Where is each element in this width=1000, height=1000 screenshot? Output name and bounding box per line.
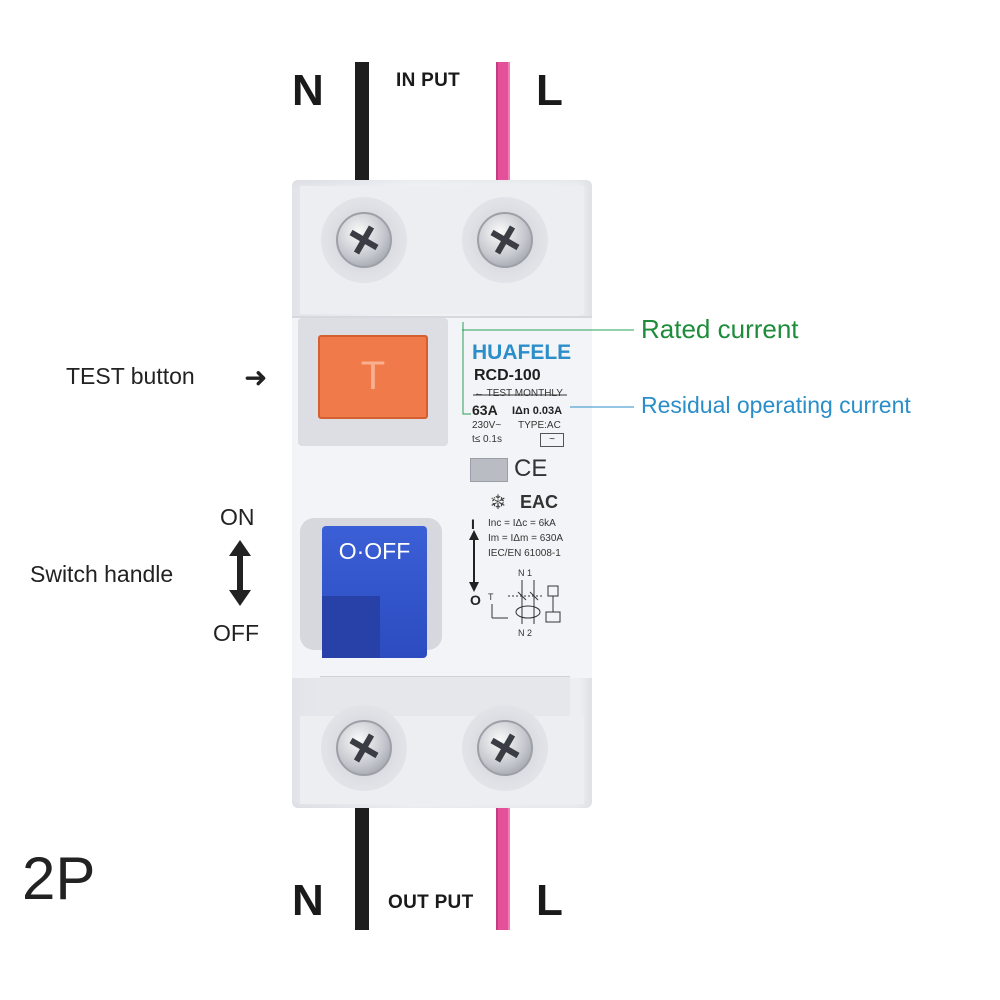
temperature-snowflake-icon: ❄: [489, 492, 507, 514]
wiring-diagram: [491, 580, 561, 624]
input-live-letter: L: [536, 66, 563, 115]
temperature-value: 25: [492, 498, 500, 505]
eac-mark: EAC: [520, 492, 559, 512]
switch-handle-label: O·OFF: [338, 538, 411, 564]
voltage-value: 230V~: [472, 420, 502, 431]
live-wire-top: [496, 62, 510, 184]
top-right-screw-icon[interactable]: [477, 212, 533, 268]
ce-mark: CE: [514, 455, 548, 482]
live-wire-bottom: [496, 806, 510, 930]
rated-current-value: 63A: [472, 402, 498, 418]
up-down-arrow-icon: [229, 540, 251, 606]
on-symbol: I: [471, 516, 475, 532]
rated-current-callout: Rated current: [641, 314, 799, 344]
test-button[interactable]: T: [318, 335, 428, 419]
residual-current-value: IΔn 0.03A: [512, 405, 563, 417]
off-symbol: O: [470, 592, 481, 608]
ac-wave-icon: ~: [540, 433, 564, 447]
diagram-bottom-label: N 2: [518, 628, 533, 638]
neutral-wire-bottom: [355, 806, 369, 930]
input-label: IN PUT: [396, 70, 461, 91]
inc-rating: Inc = IΔc = 6kA: [488, 518, 556, 529]
bottom-left-screw-icon[interactable]: [336, 720, 392, 776]
diagram-top-label: N 1: [518, 568, 533, 578]
bottom-right-screw-icon[interactable]: [477, 720, 533, 776]
label-bracket: [462, 322, 567, 415]
output-live-letter: L: [536, 876, 563, 925]
neutral-wire-top: [355, 62, 369, 184]
switch-handle-tab: [322, 596, 380, 658]
arrow-right-icon: ➜: [244, 362, 268, 393]
residual-current-callout: Residual operating current: [641, 392, 911, 418]
output-neutral-letter: N: [292, 876, 324, 925]
im-rating: Im = IΔm = 630A: [488, 533, 564, 544]
top-left-screw-icon[interactable]: [336, 212, 392, 268]
output-label: OUT PUT: [388, 892, 474, 913]
off-caption: OFF: [213, 620, 259, 646]
on-caption: ON: [220, 504, 255, 530]
test-monthly-label: ← TEST MONTHLY: [474, 388, 563, 399]
model-number: RCD-100: [474, 367, 541, 384]
test-button-caption: TEST button: [66, 363, 195, 389]
switch-handle-caption: Switch handle: [30, 561, 174, 587]
trip-time-value: t≤ 0.1s: [472, 434, 502, 445]
arrow-left-icon: ←: [474, 388, 484, 399]
standard-label: IEC/EN 61008-1: [488, 548, 561, 559]
brand-name: HUAFELE: [472, 341, 572, 364]
type-value: TYPE:AC: [518, 420, 561, 431]
on-off-arrow-icon: [469, 530, 479, 592]
pole-count-label: 2P: [22, 845, 96, 912]
status-window: [470, 458, 508, 482]
diagram-t-label: T: [488, 592, 494, 602]
rated-current-leader-line: [462, 329, 634, 408]
input-neutral-letter: N: [292, 66, 324, 115]
